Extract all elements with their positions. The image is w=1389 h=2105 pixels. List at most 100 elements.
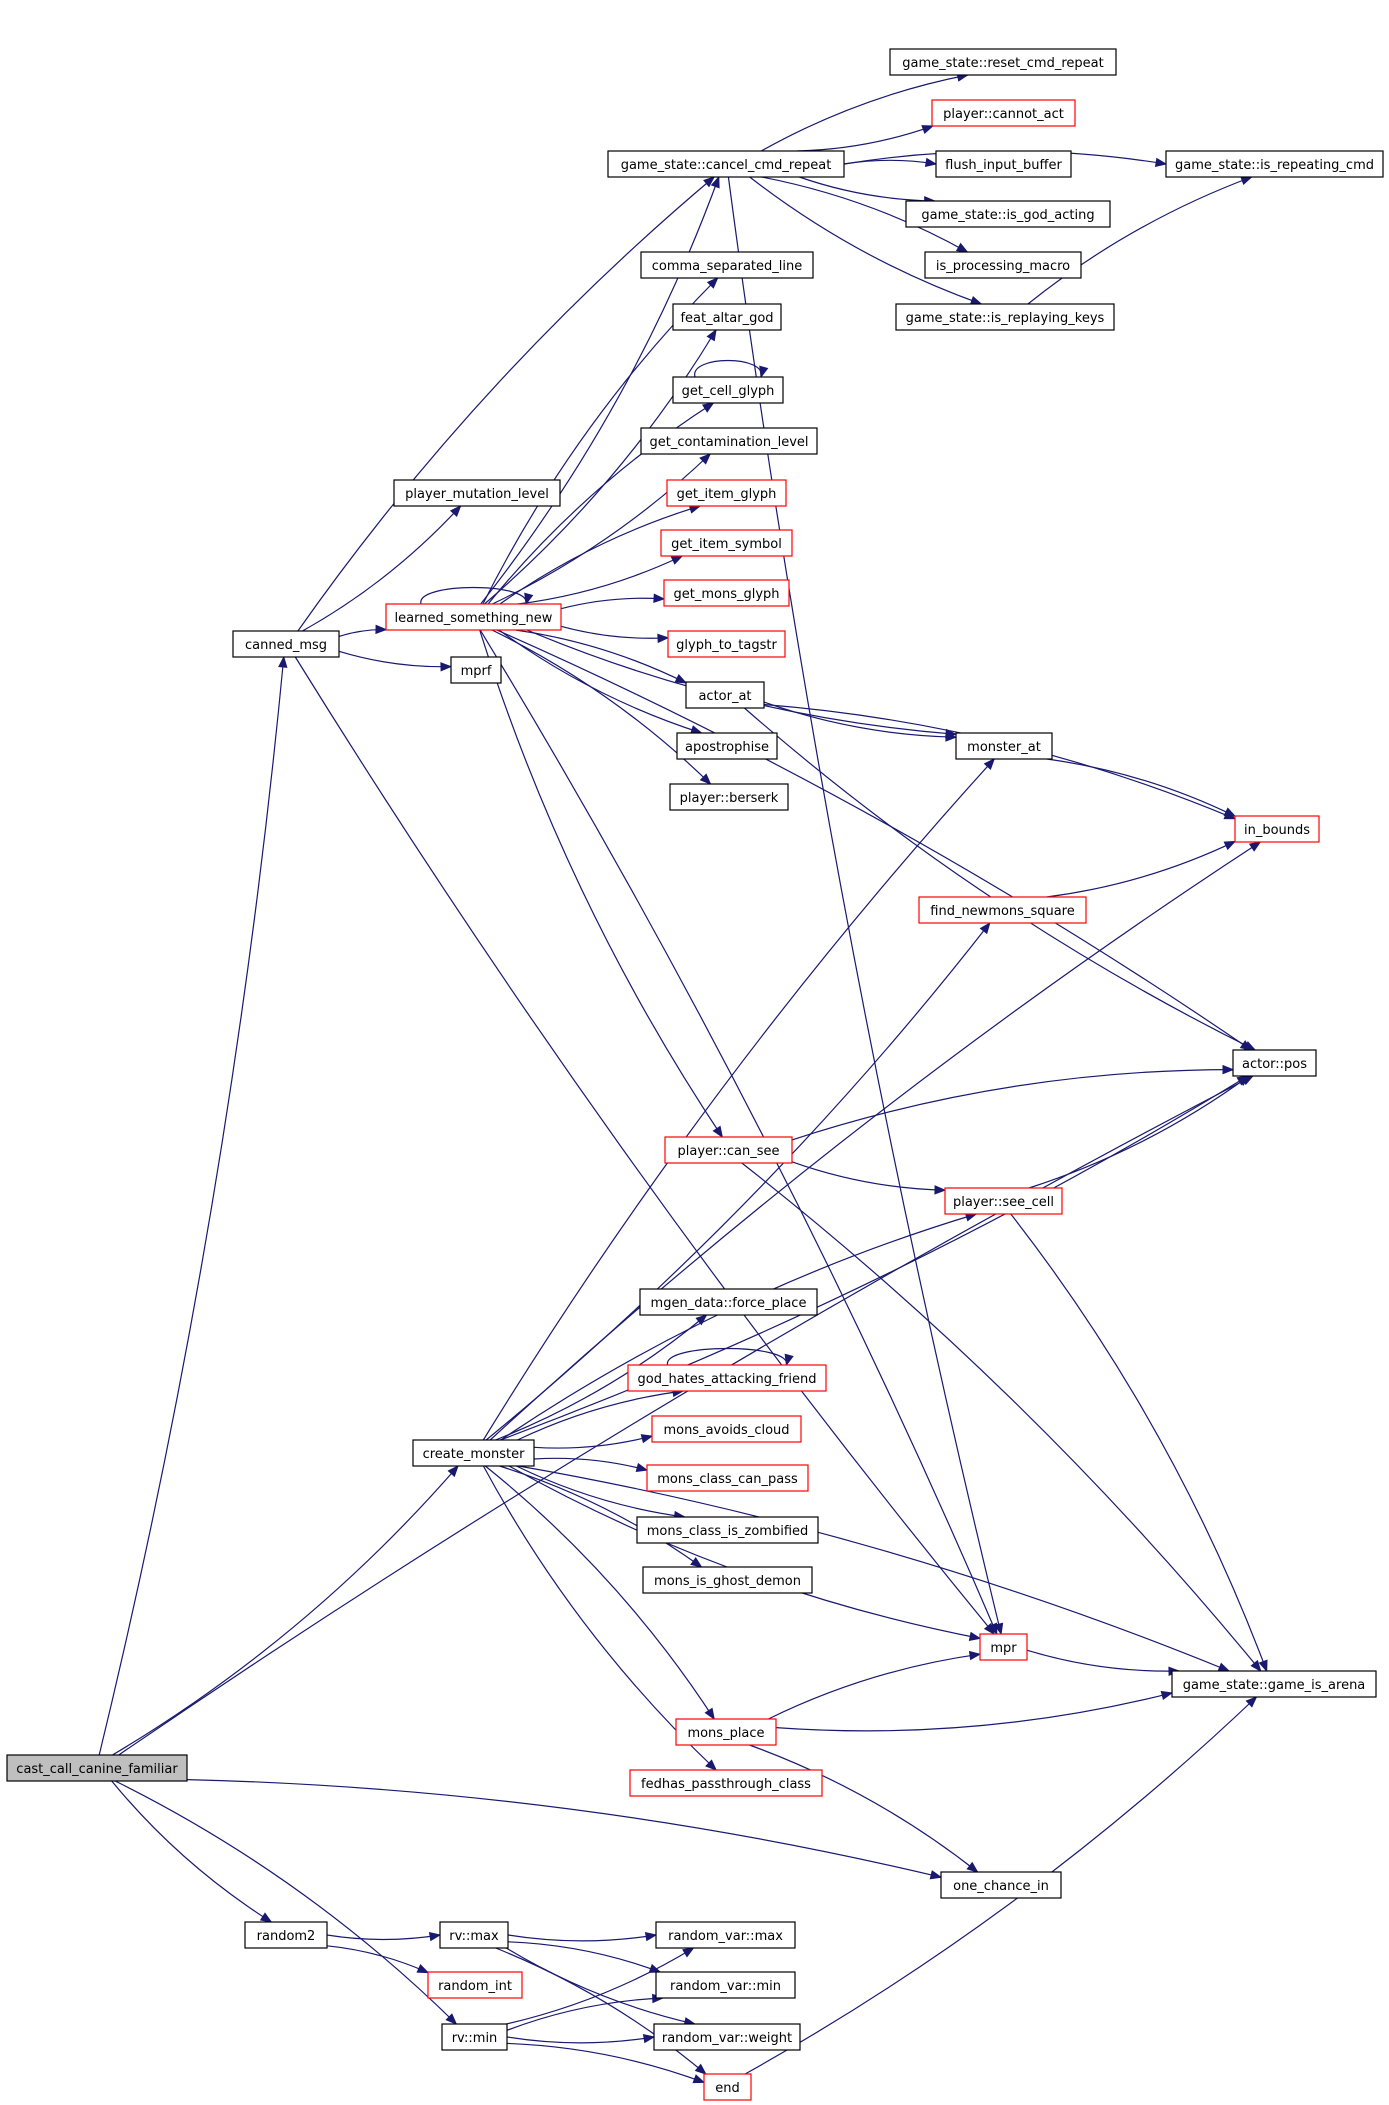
edge-line [749, 176, 982, 305]
node-box [655, 1921, 796, 1949]
edge-is_replaying_keys-to-is_repeating_cmd [1027, 176, 1253, 305]
node-cannot-act[interactable]: player::cannot_act [931, 99, 1076, 127]
edge-line [499, 1075, 1249, 1441]
node-is-repeating-cmd[interactable]: game_state::is_repeating_cmd [1165, 150, 1384, 178]
node-learned-something-new[interactable]: learned_something_new [385, 603, 562, 631]
node-berserk[interactable]: player::berserk [669, 783, 789, 811]
node-get-mons-glyph[interactable]: get_mons_glyph [663, 579, 790, 607]
edge-arrowhead [1240, 176, 1253, 186]
node-glyph-to-tagstr[interactable]: glyph_to_tagstr [667, 630, 786, 658]
node-can-see[interactable]: player::can_see [664, 1136, 793, 1164]
edge-can_see-to-actor_pos [791, 1064, 1235, 1141]
edge-arrowhead [524, 592, 534, 606]
edge-line [749, 1744, 978, 1873]
edge-line [761, 176, 968, 253]
node-label: actor_at [698, 689, 751, 704]
edge-line [1046, 758, 1236, 817]
edge-line [666, 1347, 788, 1366]
edge-line [495, 1947, 707, 2075]
edge-learned_something_new-to-get_item_glyph [499, 504, 702, 605]
node-random-var-min[interactable]: random_var::min [655, 1971, 796, 1999]
edge-learned_something_new-to-can_see [479, 629, 724, 1139]
node-canned-msg[interactable]: canned_msg [232, 630, 340, 658]
edge-arrowhead [924, 157, 938, 168]
node-rv-min[interactable]: rv::min [441, 2023, 508, 2051]
node-end[interactable]: end [703, 2073, 752, 2101]
edge-line [507, 1934, 657, 1942]
edge-arrowhead [1223, 807, 1237, 817]
edge-arrowhead [699, 453, 712, 465]
node-cast-call-canine-familiar[interactable]: cast_call_canine_familiar [6, 1754, 188, 1782]
node-box [924, 251, 1082, 279]
node-get-item-symbol[interactable]: get_item_symbol [660, 529, 793, 557]
node-actor-at[interactable]: actor_at [685, 681, 765, 709]
node-get-cell-glyph[interactable]: get_cell_glyph [672, 376, 784, 404]
node-monster-at[interactable]: monster_at [955, 732, 1053, 760]
edge-line [479, 629, 998, 1635]
node-mons-is-ghost-demon[interactable]: mons_is_ghost_demon [642, 1566, 813, 1594]
node-create-monster[interactable]: create_monster [412, 1439, 535, 1467]
edge-line [796, 125, 934, 152]
edge-arrowhead [640, 1434, 654, 1444]
edge-arrowhead [674, 674, 688, 684]
edge-arrowhead [670, 555, 684, 565]
node-mons-avoids-cloud[interactable]: mons_avoids_cloud [651, 1415, 802, 1443]
node-find-newmons-square[interactable]: find_newmons_square [918, 896, 1087, 924]
node-random2[interactable]: random2 [244, 1921, 328, 1949]
edge-line [482, 758, 995, 1441]
node-get-item-glyph[interactable]: get_item_glyph [666, 479, 787, 507]
node-force-place[interactable]: mgen_data::force_place [639, 1288, 818, 1316]
node-feat-altar-god[interactable]: feat_altar_god [672, 303, 782, 331]
node-label: game_state::reset_cmd_repeat [902, 56, 1103, 71]
node-god-hates[interactable]: god_hates_attacking_friend [627, 1364, 827, 1392]
node-cancel-cmd-repeat[interactable]: game_state::cancel_cmd_repeat [607, 150, 845, 178]
node-get-contamination-level[interactable]: get_contamination_level [640, 427, 818, 455]
node-one-chance-in[interactable]: one_chance_in [940, 1871, 1062, 1899]
edge-arrowhead [375, 624, 388, 635]
node-in-bounds[interactable]: in_bounds [1234, 815, 1320, 843]
node-mons-class-can-pass[interactable]: mons_class_can_pass [646, 1464, 809, 1492]
edge-monster_at-to-in_bounds [1046, 758, 1237, 817]
node-random-int[interactable]: random_int [427, 1971, 523, 1999]
node-actor-pos[interactable]: actor::pos [1232, 1049, 1317, 1077]
edge-god_hates-to-god_hates [666, 1347, 794, 1367]
node-apostrophise[interactable]: apostrophise [676, 732, 778, 760]
node-player-mutation-level[interactable]: player_mutation_level [393, 479, 561, 507]
node-is-replaying-keys[interactable]: game_state::is_replaying_keys [895, 303, 1115, 331]
node-is-processing-macro[interactable]: is_processing_macro [924, 251, 1082, 279]
edge-rv_min-to-random_var_max [506, 1947, 695, 2025]
node-mprf[interactable]: mprf [450, 656, 502, 684]
node-comma-separated-line[interactable]: comma_separated_line [640, 251, 814, 279]
node-mons-place[interactable]: mons_place [675, 1718, 777, 1746]
node-flush-input-buffer[interactable]: flush_input_buffer [935, 150, 1072, 178]
node-mpr[interactable]: mpr [979, 1633, 1028, 1661]
node-label: end [715, 2081, 740, 2096]
node-mons-class-is-zombified[interactable]: mons_class_is_zombified [636, 1516, 819, 1544]
edge-arrowhead [642, 2033, 656, 2044]
edge-line [326, 1945, 429, 1974]
edge-random2-to-random_int [326, 1945, 430, 1974]
node-box [931, 99, 1076, 127]
edge-cast_call_canine_familiar-to-one_chance_in [186, 1779, 943, 1880]
node-label: create_monster [423, 1447, 525, 1462]
edge-line [1028, 1075, 1250, 1189]
node-see-cell[interactable]: player::see_cell [944, 1187, 1063, 1215]
node-game-is-arena[interactable]: game_state::game_is_arena [1171, 1670, 1377, 1698]
edge-create_monster-to-game_is_arena [518, 1465, 1231, 1672]
edge-arrowhead [694, 2063, 707, 2075]
node-box [6, 1754, 188, 1782]
node-is-god-acting[interactable]: game_state::is_god_acting [905, 200, 1111, 228]
node-random-var-weight[interactable]: random_var::weight [653, 2023, 801, 2051]
node-reset-cmd-repeat[interactable]: game_state::reset_cmd_repeat [889, 48, 1117, 76]
node-fedhas[interactable]: fedhas_passthrough_class [629, 1769, 823, 1797]
node-random-var-max[interactable]: random_var::max [655, 1921, 796, 1949]
node-box [393, 479, 561, 507]
edge-create_monster-to-monster_at [482, 758, 996, 1441]
node-rv-max[interactable]: rv::max [439, 1921, 509, 1949]
edge-see_cell-to-actor_pos [1028, 1075, 1251, 1189]
edge-create_monster-to-mons_avoids_cloud [533, 1434, 654, 1449]
edge-learned_something_new-to-cancel_cmd_repeat [480, 175, 720, 605]
edge-canned_msg-to-mprf [338, 650, 453, 672]
node-box [607, 150, 845, 178]
